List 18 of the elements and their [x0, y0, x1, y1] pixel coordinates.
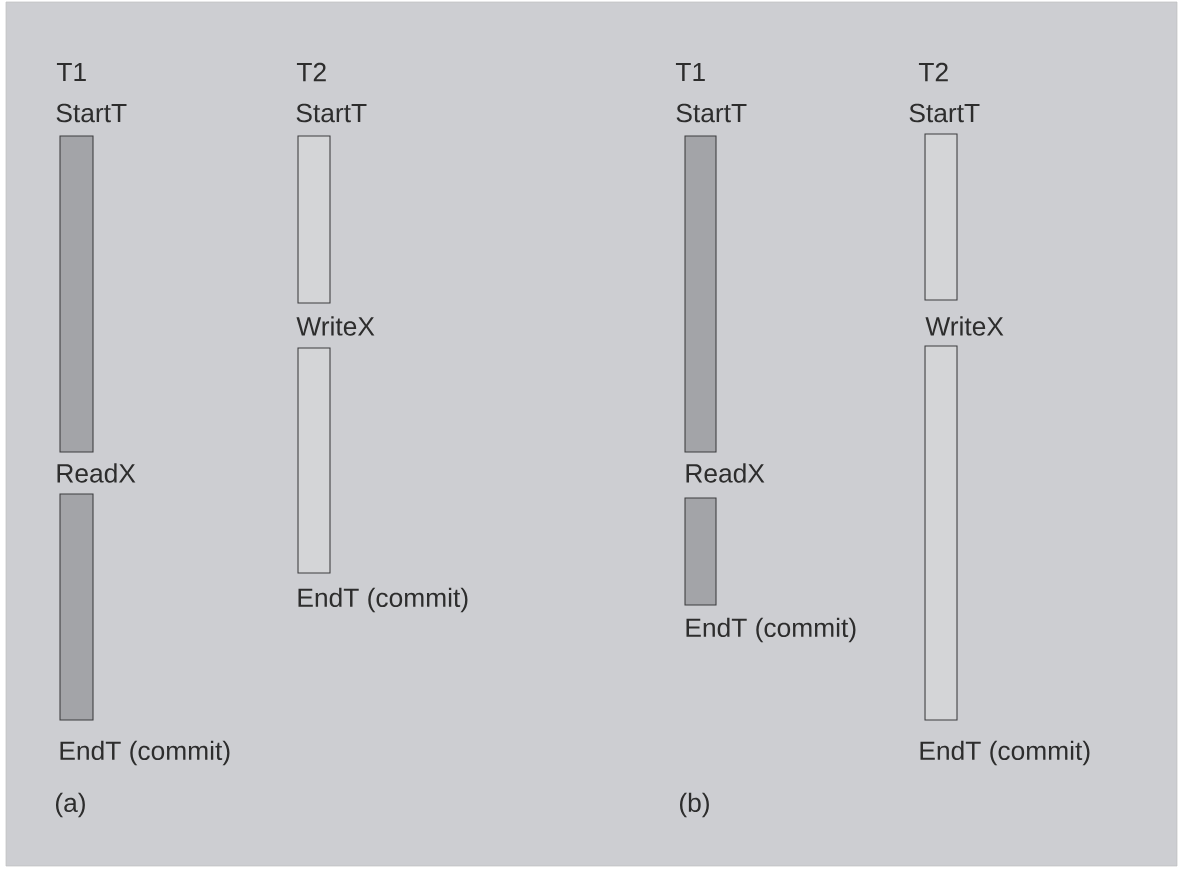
column-heading: T2	[918, 62, 948, 82]
panel-label: (a)	[56, 792, 85, 818]
timeline-bar	[59, 493, 94, 721]
column-heading: T1	[675, 62, 705, 82]
operation-label: ReadX	[57, 463, 136, 483]
timeline-bar	[297, 347, 331, 574]
column-heading: T2	[296, 62, 326, 82]
panel-label: (b)	[680, 792, 709, 818]
timeline-bar	[684, 497, 717, 606]
timeline-bar	[924, 345, 958, 721]
operation-label: WriteX	[296, 316, 375, 336]
operation-label: ReadX	[686, 463, 765, 483]
operation-label: WriteX	[925, 316, 1004, 336]
timeline-bar	[924, 133, 958, 301]
timeline-bar	[684, 135, 717, 453]
column-heading: T1	[56, 62, 86, 82]
timeline-bar	[297, 135, 331, 304]
timeline-bar	[59, 135, 94, 453]
